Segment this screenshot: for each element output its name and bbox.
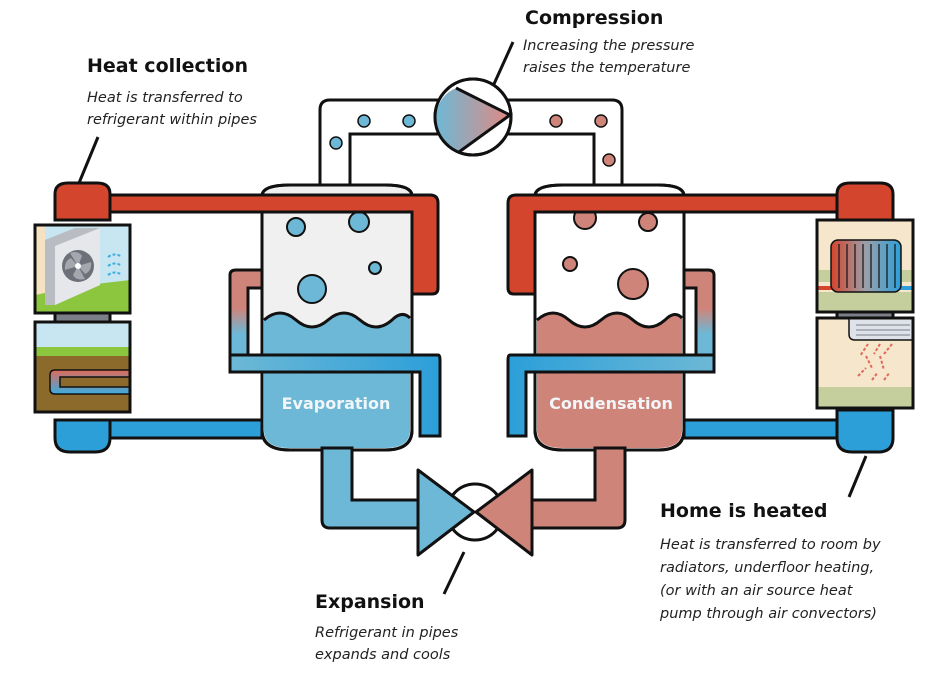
airflow-icon	[107, 253, 123, 276]
radiator	[817, 220, 913, 312]
leader-line	[492, 41, 515, 85]
air-convector-icon	[848, 318, 913, 341]
heat-collection-desc-line: refrigerant within pipes	[87, 112, 257, 128]
compressor	[433, 77, 513, 157]
leader-line	[77, 136, 100, 184]
ground-loop	[33, 320, 132, 414]
condensation-label: Condensation	[549, 394, 673, 413]
vapor-bubble	[562, 256, 578, 272]
leader-line	[442, 551, 466, 595]
heat-emitter-column	[815, 181, 915, 454]
vapor-bubble	[602, 153, 616, 167]
vapor-bubble	[402, 114, 416, 128]
vapor-bubble	[594, 114, 608, 128]
vapor-bubble	[329, 136, 343, 150]
evaporator-vessel: Evaporation	[228, 183, 442, 452]
liquid-line	[320, 446, 627, 530]
vapor-bubble	[638, 212, 658, 232]
home-heated-desc-line: radiators, underfloor heating,	[660, 560, 874, 576]
cold-pipe-right	[682, 418, 847, 440]
compression-desc-line: Increasing the pressure	[523, 38, 695, 54]
compression-desc-line: raises the temperature	[523, 60, 690, 76]
expansion-annotation: Expansion Refrigerant in pipes expands a…	[315, 591, 459, 663]
expansion-desc-line: expands and cools	[315, 647, 451, 663]
expansion-desc-line: Refrigerant in pipes	[315, 625, 459, 641]
vapor-bubble	[617, 268, 649, 300]
vapor-bubble	[357, 114, 371, 128]
hot-pipe-right	[506, 193, 847, 296]
home-heated-annotation: Home is heated Heat is transferred to ro…	[659, 500, 881, 622]
air-convector	[817, 318, 913, 408]
home-heated-desc-line: pump through air convectors)	[659, 606, 877, 622]
heat-collection-title: Heat collection	[87, 55, 248, 77]
expansion-valve	[416, 468, 534, 557]
hot-pipe-left	[98, 193, 440, 296]
heat-source-column	[33, 181, 132, 454]
fan-icon	[62, 250, 94, 282]
vapor-bubble	[348, 211, 370, 233]
expansion-title: Expansion	[315, 591, 425, 613]
leader-line	[847, 455, 868, 498]
vapor-bubble	[549, 114, 563, 128]
heat-collection-annotation: Heat collection Heat is transferred to r…	[87, 55, 257, 128]
evaporation-label: Evaporation	[282, 394, 391, 413]
gas-loop	[318, 98, 624, 188]
air-source-unit	[35, 225, 130, 313]
home-heated-desc-line: Heat is transferred to room by	[660, 537, 881, 553]
home-heated-title: Home is heated	[660, 500, 828, 522]
compression-annotation: Compression Increasing the pressure rais…	[523, 7, 695, 76]
condenser-vessel: Condensation	[506, 183, 716, 452]
vapor-bubble	[368, 261, 382, 275]
vapor-bubble	[286, 217, 306, 237]
radiator-icon	[830, 239, 902, 293]
cold-pipe-left	[98, 418, 264, 440]
compression-title: Compression	[525, 7, 663, 29]
home-heated-desc-line: (or with an air source heat	[660, 583, 854, 599]
heat-collection-desc-line: Heat is transferred to	[87, 90, 243, 106]
warm-air-icon	[857, 343, 893, 381]
vapor-bubble	[297, 274, 327, 304]
